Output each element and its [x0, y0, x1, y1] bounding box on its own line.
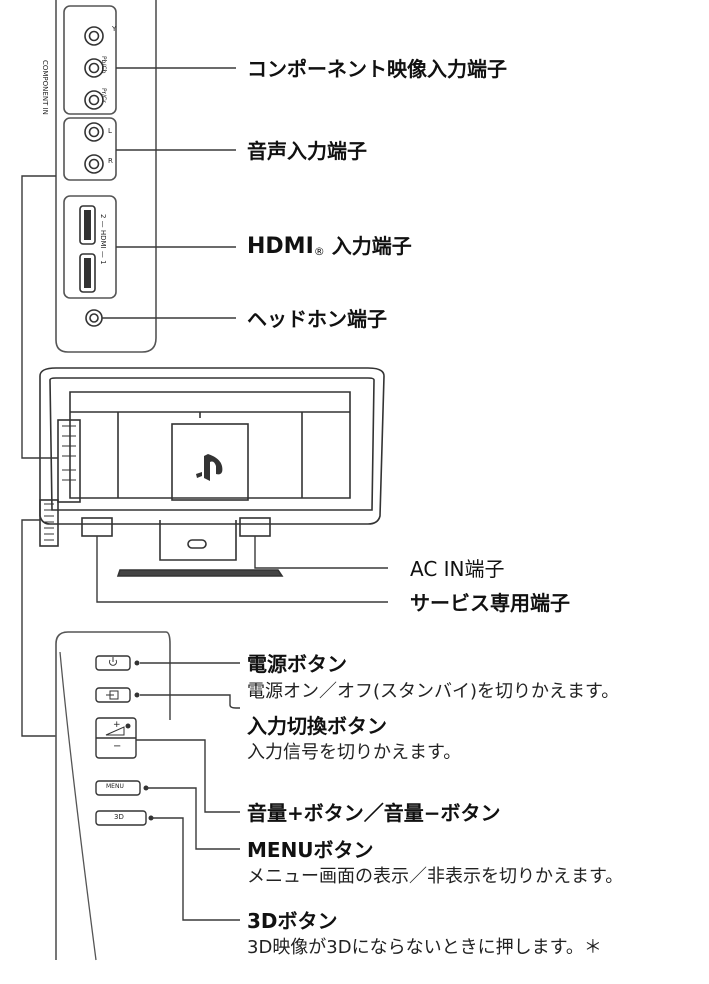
ac-in-block: [239, 517, 271, 537]
plus-label: +: [113, 720, 121, 730]
side-vent-strip: [39, 499, 59, 547]
threed-button[interactable]: [95, 810, 147, 826]
logo-panel: [171, 423, 249, 501]
front-port-strip: [57, 419, 81, 503]
hdmi-ports: [79, 205, 96, 293]
jack-pr-label: Pr/Cr: [100, 88, 107, 103]
jack-r: [84, 154, 104, 174]
menu-button-desc: メニュー画面の表示／非表示を切りかえます。: [247, 866, 624, 887]
threed-button-desc: 3D映像が3Dにならないときに押します。＊: [247, 937, 602, 958]
input-button-desc: 入力信号を切りかえます。: [247, 742, 462, 763]
input-button-title: 入力切換ボタン: [247, 714, 387, 738]
minus-label: −: [113, 741, 122, 752]
ac-in-terminal-label: AC IN端子: [410, 557, 505, 581]
callout-lines-top: [102, 67, 236, 319]
side-control-panel: [55, 631, 171, 961]
side-terminal-panel: [55, 0, 157, 353]
menu-button-title: MENUボタン: [247, 838, 374, 862]
callout-lines-front: [96, 536, 388, 603]
button-dots: [125, 660, 154, 821]
volume-button-title: 音量+ボタン／音量−ボタン: [247, 801, 501, 825]
stand: [159, 520, 237, 561]
component-port-group: [63, 5, 117, 115]
hdmi-terminal-label: HDMI® 入力端子: [247, 236, 412, 258]
component-in-label: COMPONENT IN: [41, 60, 49, 115]
threed-panel-label: 3D: [114, 813, 124, 821]
component-jacks: [84, 26, 104, 327]
headphone-jack: [85, 309, 103, 327]
jack-r-label: R: [108, 157, 113, 165]
power-button-desc: 電源オン／オフ(スタンバイ)を切りかえます。: [247, 681, 620, 702]
component-terminal-label: コンポーネント映像入力端子: [247, 57, 507, 81]
input-icon: [106, 690, 119, 700]
jack-pr: [84, 90, 104, 110]
hdmi-panel-label: 2 — HDMI — 1: [99, 214, 107, 265]
menu-button[interactable]: [95, 780, 141, 796]
power-button-title: 電源ボタン: [247, 652, 347, 676]
volume-wedge-icon: [105, 726, 125, 736]
jack-y-label: Y: [112, 25, 117, 33]
bracket-lines: [21, 175, 58, 737]
threed-button-title: 3Dボタン: [247, 909, 338, 933]
service-port-block: [81, 517, 113, 537]
headphone-terminal-label: ヘッドホン端子: [247, 307, 387, 331]
ps-logo-icon: [196, 454, 223, 481]
hdmi-label-suffix: 入力端子: [324, 234, 412, 258]
hdmi-registered-mark: ®: [313, 245, 325, 258]
service-terminal-label: サービス専用端子: [410, 591, 570, 615]
power-icon: [109, 657, 117, 666]
callout-lines-bottom: [136, 662, 240, 921]
control-buttons: [95, 655, 147, 826]
power-button[interactable]: [95, 655, 131, 671]
hdmi-label-prefix: HDMI: [247, 234, 314, 259]
audio-terminal-label: 音声入力端子: [247, 139, 367, 163]
menu-panel-label: MENU: [106, 783, 124, 790]
audio-port-group: [63, 117, 117, 181]
jack-l-label: L: [108, 127, 112, 135]
jack-pb: [84, 58, 104, 78]
device-front: [39, 367, 385, 577]
jack-y: [84, 26, 104, 46]
jack-l: [84, 122, 104, 142]
jack-pb-label: Pb/Cb: [100, 56, 107, 74]
